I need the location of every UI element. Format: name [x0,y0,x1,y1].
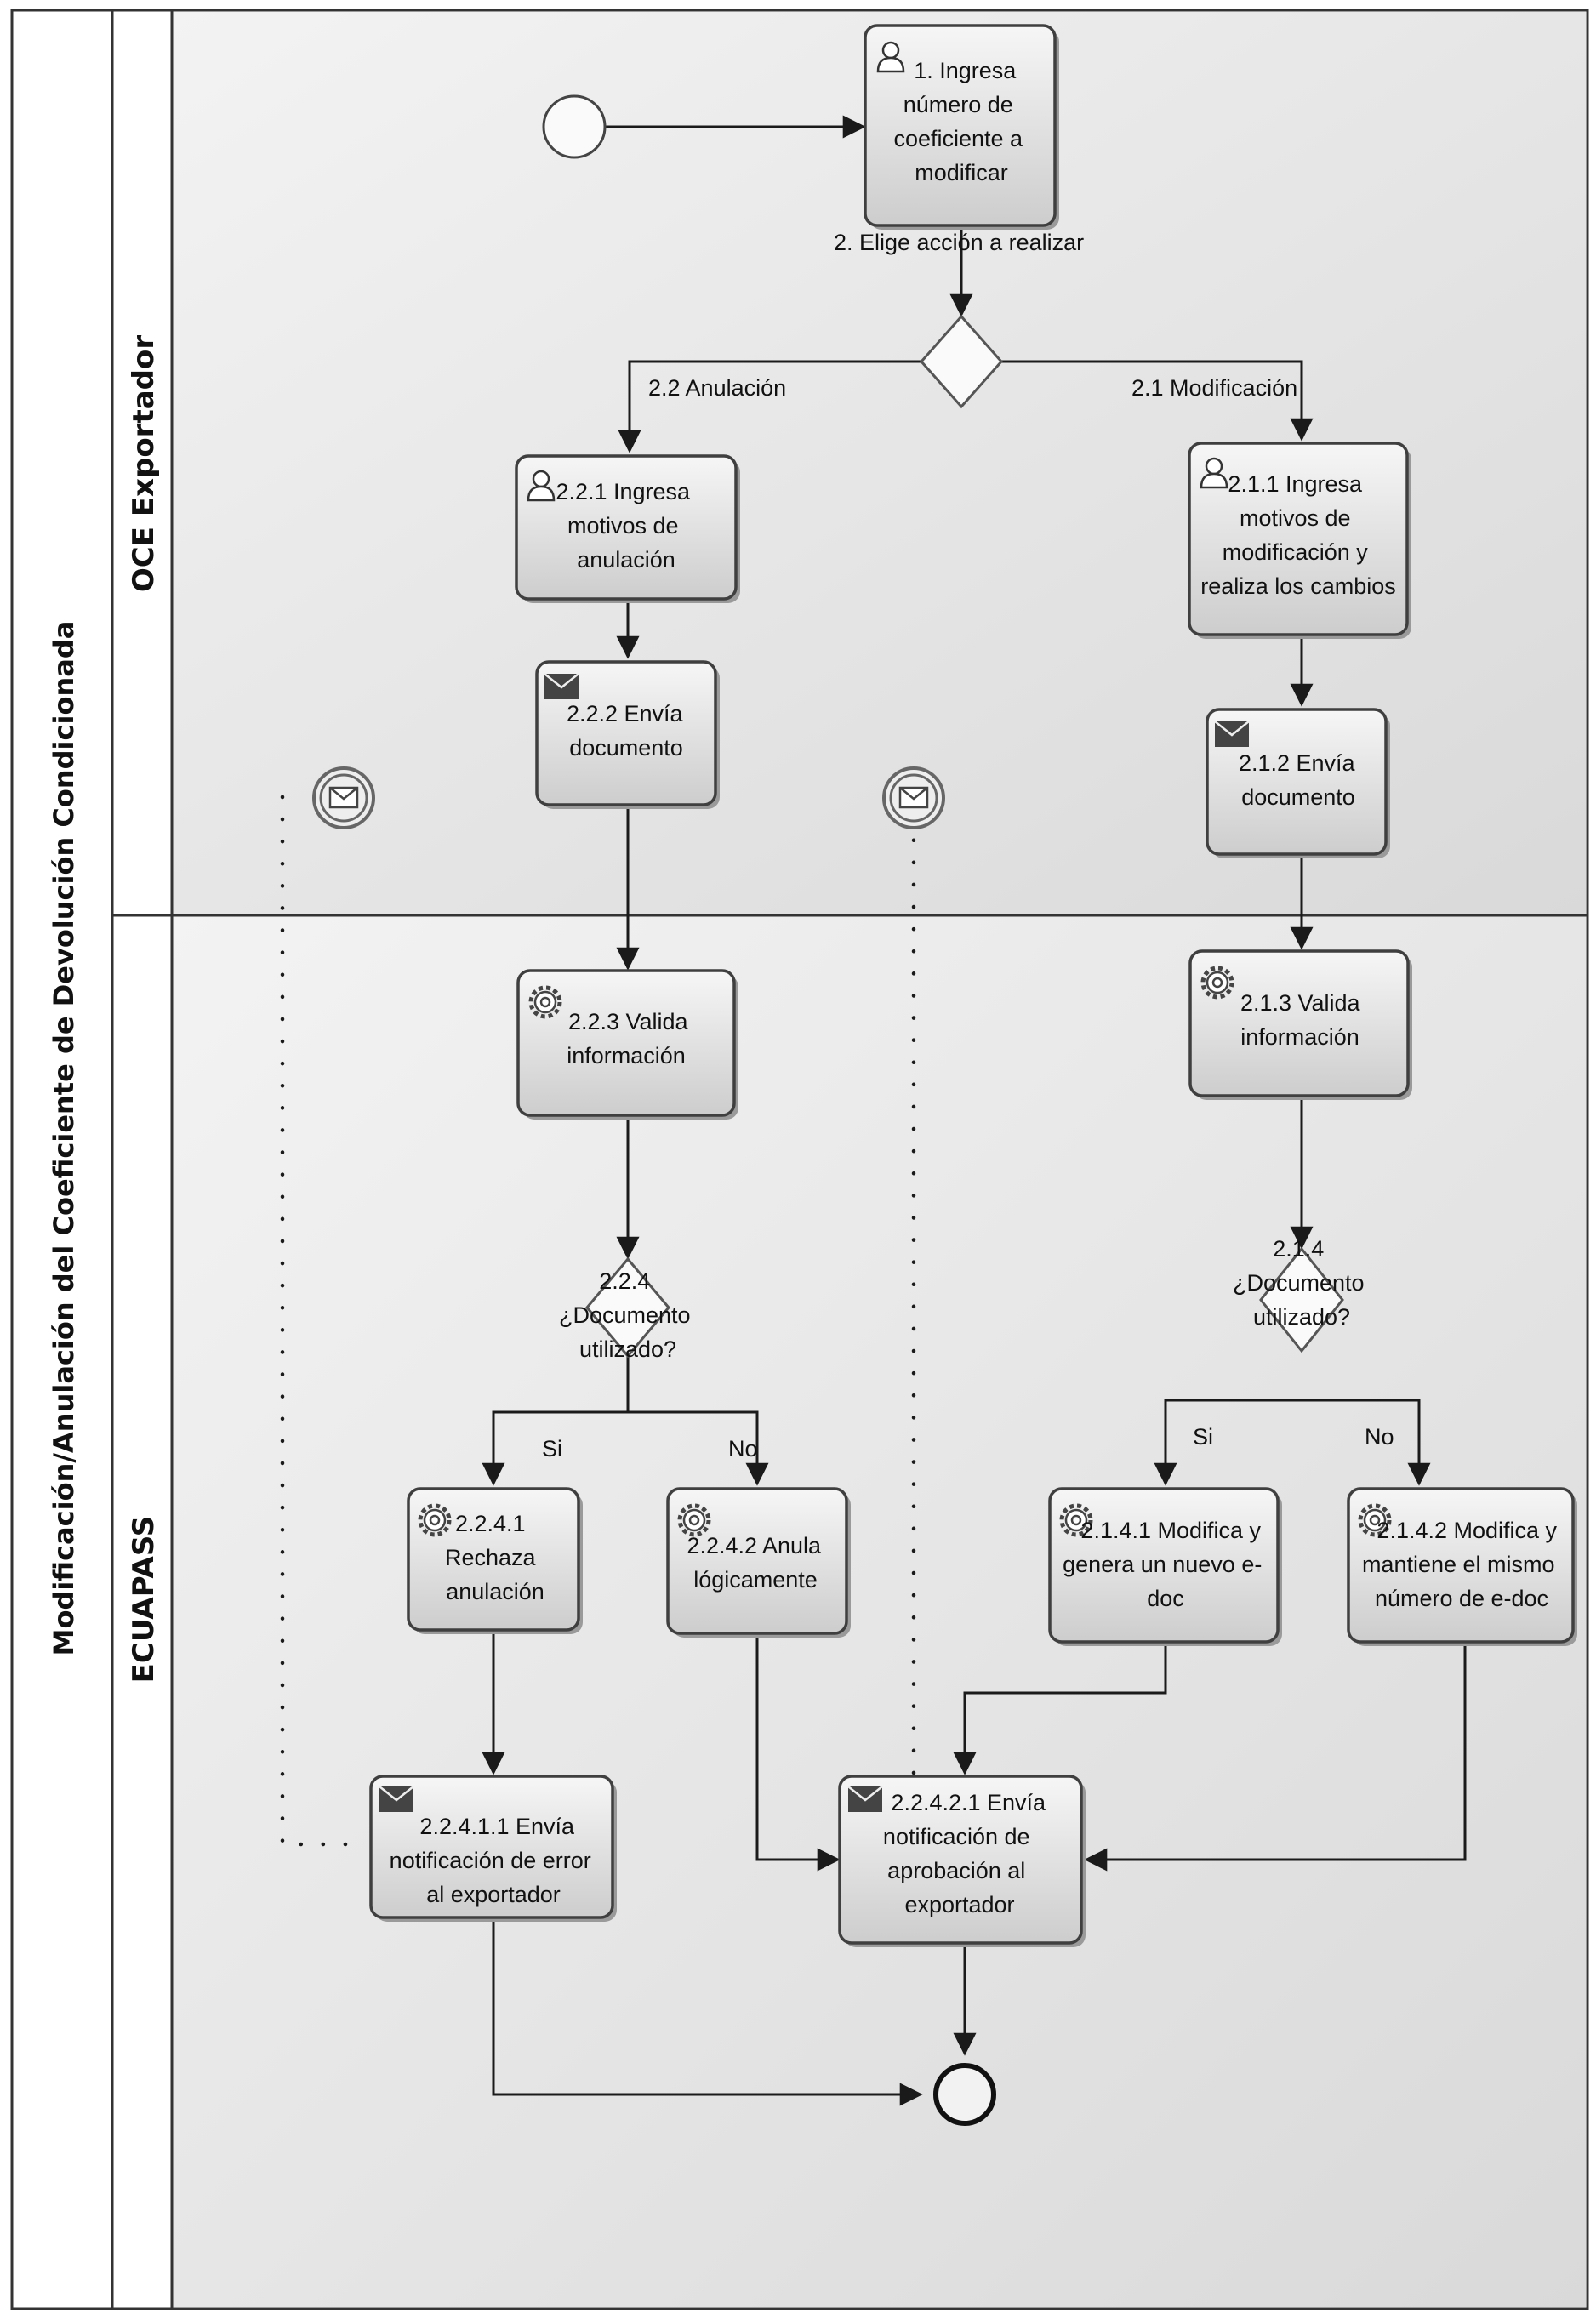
gateway-elige-accion-label: 2. Elige acción a realizar [834,230,1084,255]
svg-text:2.1.1 Ingresa motivos de: 2.1.1 Ingresa motivos de modificación y … [1200,471,1396,599]
gear-icon [418,1503,452,1537]
task-2-1-1-ingresa-motivos-modificacion[interactable]: 2.1.1 Ingresa motivos de modificación y … [1188,442,1411,639]
envelope-icon [847,1786,883,1812]
flow-label-no-right: No [1365,1424,1394,1450]
task-2-2-4-1-1-envia-notificacion-error[interactable]: 2.2.4.1.1 Envía notificación de error al… [369,1775,617,1922]
svg-text:2.1.4.2 Modifica y manti: 2.1.4.2 Modifica y mantiene el mismo núm… [1362,1518,1564,1611]
task-ingresa-numero-coeficiente[interactable]: 1. Ingresa número de coeficiente a modif… [864,24,1059,230]
lane-title-ecuapass: ECUAPASS [127,1516,161,1684]
pool-title: Modificación/Anulación del Coeficiente d… [48,621,80,1656]
user-icon [876,41,905,73]
svg-text:2.2.1 Ingresa motivos de: 2.2.1 Ingresa motivos de anulación [556,479,696,573]
flow-label-no-left: No [728,1436,758,1461]
task-2-1-4-1-modifica-genera-nuevo-edoc[interactable]: 2.1.4.1 Modifica y genera un nuevo e- do… [1048,1487,1282,1646]
message-flows [280,783,916,1847]
svg-text:2.2.4.1.1 Envía notifica: 2.2.4.1.1 Envía notificación de error al… [390,1814,598,1907]
gear-icon [1059,1503,1093,1537]
sequence-flows [482,115,1467,2106]
task-2-2-4-2-anula-logicamente[interactable]: 2.2.4.2 Anula lógicamente [666,1487,851,1638]
gear-icon [528,985,562,1019]
gateway-2-2-4 [585,1256,670,1359]
user-icon [527,470,556,502]
svg-text:2.2.2 Envía documento: 2.2.2 Envía documento [567,701,689,761]
task-2-2-1-ingresa-motivos-anulacion[interactable]: 2.2.1 Ingresa motivos de anulación [515,454,740,603]
pool [10,9,1589,2310]
flow-label-si-left: Si [542,1436,562,1461]
task-2-2-4-1-rechaza-anulacion[interactable]: 2.2.4.1 Rechaza anulación [407,1487,583,1634]
user-icon [1200,457,1228,489]
message-event-icon [312,766,375,829]
gateway-2-1-4-label: 2.1.4 ¿Documento utilizado? [1233,1236,1371,1330]
flow-label-anulacion: 2.2 Anulación [648,375,786,401]
svg-text:2.1.2 Envía documento: 2.1.2 Envía documento [1239,750,1361,810]
task-2-1-4-2-modifica-mantiene-mismo-edoc[interactable]: 2.1.4.2 Modifica y mantiene el mismo núm… [1347,1487,1577,1646]
svg-text:2.2.4.2 Anula lógicament: 2.2.4.2 Anula lógicamente [687,1533,827,1593]
task-2-2-4-2-1-envia-notificacion-aprobacion[interactable]: 2.2.4.2.1 Envía notificación de aprobaci… [838,1775,1086,1947]
message-event-icon [882,766,945,829]
gear-icon [1200,966,1234,1000]
task-2-2-2-envia-documento[interactable]: 2.2.2 Envía documento [535,660,720,809]
envelope-icon [544,673,579,699]
svg-text:2.2.4.1 Rechaza an: 2.2.4.1 Rechaza anulación [445,1511,544,1604]
envelope-icon [379,1786,414,1812]
gear-icon [1358,1503,1392,1537]
end-event [933,2063,996,2126]
svg-text:2.1.4.1 Modifica y gener: 2.1.4.1 Modifica y genera un nuevo e- do… [1063,1518,1268,1611]
task-2-1-3-valida-informacion[interactable]: 2.1.3 Valida información [1188,949,1412,1100]
lane-title-oce-exportador: OCE Exportador [127,335,161,592]
flow-label-si-right: Si [1193,1424,1213,1450]
gear-icon [677,1503,711,1537]
svg-text:1. Ingresa número de: 1. Ingresa número de coeficiente a modif… [893,58,1029,185]
task-2-1-2-envia-documento[interactable]: 2.1.2 Envía documento [1206,708,1390,858]
gateway-elige-accion [919,314,1004,409]
svg-text:2.2.3 Valida información: 2.2.3 Valida información [567,1009,694,1068]
svg-text:2.1.3 Valida información: 2.1.3 Valida información [1240,990,1366,1050]
gateway-2-1-4 [1259,1246,1344,1353]
envelope-icon [1214,721,1250,747]
svg-text:2.2.4.2.1 Envía notifica: 2.2.4.2.1 Envía notificación de aprobaci… [883,1790,1052,1917]
task-2-2-3-valida-informacion[interactable]: 2.2.3 Valida información [516,969,738,1120]
gateway-2-2-4-label: 2.2.4 ¿Documento utilizado? [559,1268,697,1362]
flow-label-modificacion: 2.1 Modificación [1131,375,1297,401]
start-event [542,94,607,159]
